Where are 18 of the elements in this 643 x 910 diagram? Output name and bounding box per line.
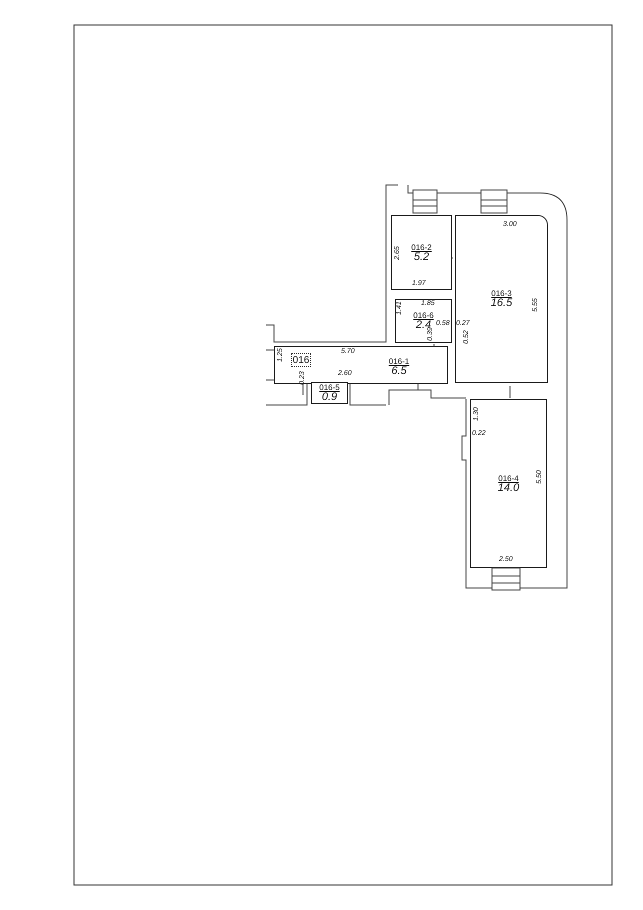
room-outline: [391, 215, 452, 290]
room-area: 14.0: [498, 482, 520, 494]
room-area: 5.2: [414, 252, 430, 262]
room-outline: [311, 382, 348, 404]
room-outline: [470, 399, 547, 568]
room-area: 6.5: [391, 366, 407, 377]
room-outline: [455, 215, 548, 383]
room-number: 016-1: [388, 357, 410, 366]
room-number: 016-3: [491, 289, 512, 298]
room-area: 16.5: [490, 298, 512, 309]
unit-number-tag: 016: [291, 353, 311, 367]
room-number: 016-2: [411, 242, 432, 252]
room-area: 0.9: [322, 392, 338, 403]
room-number: 016-4: [498, 474, 519, 482]
room-number: 016-6: [413, 311, 434, 320]
room-number: 016-5: [319, 383, 340, 392]
room-outline: [274, 346, 448, 384]
room-outline: [395, 299, 452, 343]
